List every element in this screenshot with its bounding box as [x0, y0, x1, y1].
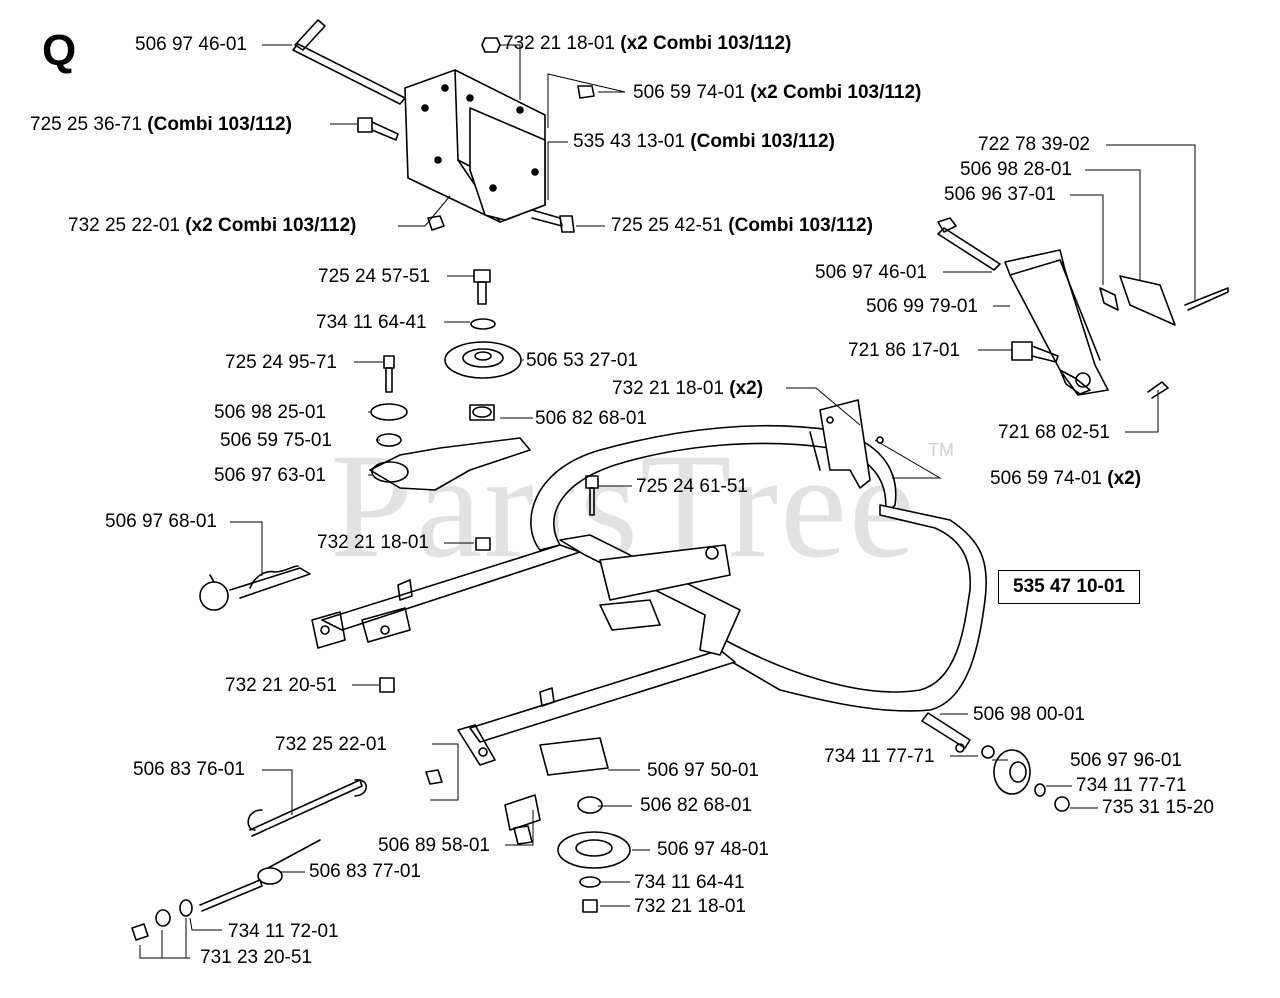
section-letter: Q	[42, 26, 77, 75]
callout-506-97-50-01[interactable]: 506 97 50-01	[647, 760, 759, 781]
callout-732-25-22-01-combi[interactable]: 732 25 22-01 (x2 Combi 103/112)	[68, 215, 357, 236]
callout-734-11-77-71-b[interactable]: 734 11 77-71	[1076, 775, 1187, 796]
callout-506-59-74-01-x2[interactable]: 506 59 74-01 (x2)	[990, 468, 1142, 489]
callout-732-21-18-01-x2[interactable]: 732 21 18-01 (x2)	[612, 378, 764, 399]
gauge-wheel-assembly	[921, 712, 1070, 812]
callout-506-53-27-01[interactable]: 506 53 27-01	[526, 350, 638, 371]
callout-506-82-68-01-lower[interactable]: 506 82 68-01	[640, 795, 752, 816]
watermark-trademark: TM	[928, 440, 954, 460]
callout-732-21-20-51[interactable]: 732 21 20-51	[225, 675, 337, 696]
callout-506-97-68-01[interactable]: 506 97 68-01	[105, 511, 217, 532]
callout-506-59-74-01-combi[interactable]: 506 59 74-01 (x2 Combi 103/112)	[633, 82, 922, 103]
callout-535-43-13-01[interactable]: 535 43 13-01 (Combi 103/112)	[573, 131, 835, 152]
main-frame-535-47-10-01	[311, 399, 987, 831]
callout-734-11-64-41-upper[interactable]: 734 11 64-41	[316, 312, 427, 333]
upper-pulley-stack	[444, 269, 522, 551]
callout-725-25-42-51[interactable]: 725 25 42-51 (Combi 103/112)	[611, 215, 873, 236]
callout-506-89-58-01[interactable]: 506 89 58-01	[378, 835, 490, 856]
callout-506-59-75-01[interactable]: 506 59 75-01	[220, 430, 332, 451]
tension-spring-lower	[131, 769, 533, 941]
callout-722-78-39-02[interactable]: 722 78 39-02	[978, 134, 1090, 155]
leader-lines	[139, 44, 1196, 959]
callout-734-11-77-71-a[interactable]: 734 11 77-71	[824, 746, 935, 767]
callout-725-25-36-71[interactable]: 725 25 36-71 (Combi 103/112)	[30, 114, 292, 135]
callout-506-97-48-01[interactable]: 506 97 48-01	[657, 839, 769, 860]
callout-732-21-18-01-combi[interactable]: 732 21 18-01 (x2 Combi 103/112)	[503, 33, 792, 54]
callout-732-25-22-01-lower[interactable]: 732 25 22-01	[275, 734, 387, 755]
callout-731-23-20-51[interactable]: 731 23 20-51	[200, 947, 312, 968]
callout-506-97-96-01[interactable]: 506 97 96-01	[1070, 750, 1182, 771]
callout-506-98-28-01[interactable]: 506 98 28-01	[960, 159, 1072, 180]
callout-732-21-18-01-bottom[interactable]: 732 21 18-01	[634, 896, 746, 917]
lower-pulley-stack	[557, 796, 631, 913]
callout-506-98-00-01[interactable]: 506 98 00-01	[973, 704, 1085, 725]
callout-506-97-63-01[interactable]: 506 97 63-01	[214, 465, 326, 486]
lift-bracket-right	[937, 217, 1229, 399]
callout-506-98-25-01[interactable]: 506 98 25-01	[214, 402, 326, 423]
callout-506-99-79-01[interactable]: 506 99 79-01	[866, 296, 978, 317]
callout-506-83-77-01[interactable]: 506 83 77-01	[309, 861, 421, 882]
bracket-assembly-top	[292, 19, 595, 233]
callout-725-24-61-51[interactable]: 725 24 61-51	[636, 476, 748, 497]
callout-506-97-46-01-right[interactable]: 506 97 46-01	[815, 262, 927, 283]
callout-735-31-15-20[interactable]: 735 31 15-20	[1102, 797, 1214, 818]
idler-arm-left	[199, 355, 531, 693]
callout-725-24-95-71[interactable]: 725 24 95-71	[225, 352, 337, 373]
callout-734-11-72-01[interactable]: 734 11 72-01	[228, 921, 339, 942]
assembly-part-number[interactable]: 535 47 10-01	[998, 570, 1140, 604]
callout-506-96-37-01[interactable]: 506 96 37-01	[944, 184, 1056, 205]
callout-725-24-57-51[interactable]: 725 24 57-51	[318, 266, 430, 287]
callout-506-97-46-01-top[interactable]: 506 97 46-01	[135, 34, 247, 55]
callout-732-21-18-01-mid[interactable]: 732 21 18-01	[317, 532, 429, 553]
callout-721-68-02-51[interactable]: 721 68 02-51	[998, 422, 1110, 443]
callout-734-11-64-41-lower[interactable]: 734 11 64-41	[634, 872, 745, 893]
callout-506-82-68-01-upper[interactable]: 506 82 68-01	[535, 408, 647, 429]
callout-721-86-17-01[interactable]: 721 86 17-01	[848, 340, 960, 361]
callout-506-83-76-01[interactable]: 506 83 76-01	[133, 759, 245, 780]
